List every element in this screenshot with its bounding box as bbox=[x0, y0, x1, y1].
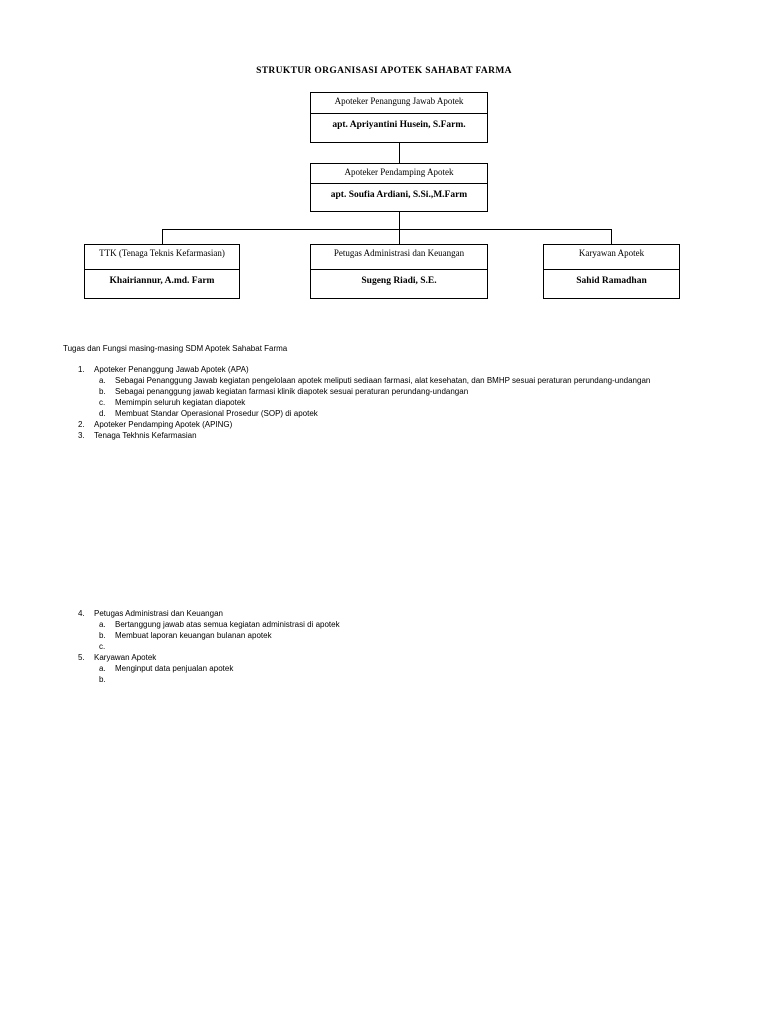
list-item: b. Membuat laporan keuangan bulanan apote… bbox=[0, 630, 768, 641]
list-item-text: Sebagai penanggung jawab kegiatan farmas… bbox=[115, 387, 469, 397]
list-item: d. Membuat Standar Operasional Prosedur (… bbox=[0, 408, 768, 419]
org-node-role: Karyawan Apotek bbox=[544, 245, 679, 270]
connector-bus-to-admin bbox=[399, 229, 400, 244]
connector-bus-to-karyawan bbox=[611, 229, 612, 244]
org-node-karyawan-apotek: Karyawan Apotek Sahid Ramadhan bbox=[543, 244, 680, 299]
list-item-marker: c. bbox=[99, 398, 106, 408]
org-node-ttk: TTK (Tenaga Teknis Kefarmasian) Khairian… bbox=[84, 244, 240, 299]
page-title: STRUKTUR ORGANISASI APOTEK SAHABAT FARMA bbox=[256, 66, 512, 76]
list-item: b. bbox=[0, 674, 768, 685]
list-item: 4. Petugas Administrasi dan Keuangan bbox=[0, 608, 768, 619]
list-item: 3. Tenaga Tekhnis Kefarmasian bbox=[0, 430, 768, 441]
org-node-role: Apoteker Pendamping Apotek bbox=[311, 164, 487, 184]
list-item-text: Apoteker Pendamping Apotek (APING) bbox=[94, 420, 233, 430]
list-item-marker: b. bbox=[99, 675, 106, 685]
list-item: 2. Apoteker Pendamping Apotek (APING) bbox=[0, 419, 768, 430]
org-node-role: Apoteker Penangung Jawab Apotek bbox=[311, 93, 487, 114]
list-item-text: Membuat laporan keuangan bulanan apotek bbox=[115, 631, 272, 641]
list-item-text: Membuat Standar Operasional Prosedur (SO… bbox=[115, 409, 318, 419]
list-item: c. bbox=[0, 641, 768, 652]
list-item-marker: b. bbox=[99, 387, 106, 397]
list-item-marker: 1. bbox=[78, 365, 85, 374]
tasks-list-lower: 4. Petugas Administrasi dan Keuangan a. Ber… bbox=[0, 608, 768, 685]
list-item-marker: 4. bbox=[78, 609, 85, 618]
org-node-person: apt. Apriyantini Husein, S.Farm. bbox=[332, 120, 466, 130]
list-item: 5. Karyawan Apotek bbox=[0, 652, 768, 663]
list-item-marker: 2. bbox=[78, 420, 85, 430]
list-item-marker: d. bbox=[99, 409, 106, 419]
list-item-text: Karyawan Apotek bbox=[94, 653, 157, 663]
org-node-person: Sugeng Riadi, S.E. bbox=[361, 276, 437, 286]
list-item-marker: 5. bbox=[78, 653, 85, 663]
org-node-apoteker-penanggung-jawab: Apoteker Penangung Jawab Apotek apt. Apr… bbox=[310, 92, 488, 143]
org-node-person: Sahid Ramadhan bbox=[576, 276, 647, 286]
list-item: a. Menginput data penjualan apotek bbox=[0, 663, 768, 674]
list-item-marker: c. bbox=[99, 642, 106, 652]
list-item-text: Menginput data penjualan apotek bbox=[115, 664, 234, 674]
list-item: b. Sebagai penanggung jawab kegiatan farm… bbox=[0, 386, 768, 397]
org-node-administrasi-keuangan: Petugas Administrasi dan Keuangan Sugeng… bbox=[310, 244, 488, 299]
org-node-person: Khairiannur, A.md. Farm bbox=[109, 276, 215, 286]
connector-aping-to-bus bbox=[399, 210, 400, 229]
list-item-text: Apoteker Penanggung Jawab Apotek (APA) bbox=[94, 365, 249, 374]
tasks-list-upper: 1. Apoteker Penanggung Jawab Apotek (APA)… bbox=[0, 364, 768, 441]
list-item-text: Tenaga Tekhnis Kefarmasian bbox=[94, 431, 197, 441]
list-item-text: Memimpin seluruh kegiatan diapotek bbox=[115, 398, 246, 408]
list-item-marker: 3. bbox=[78, 431, 85, 441]
connector-apj-to-aping bbox=[399, 141, 400, 163]
body-intro-heading: Tugas dan Fungsi masing-masing SDM Apote… bbox=[63, 344, 288, 353]
list-item-marker: a. bbox=[99, 376, 106, 386]
list-item-text: Petugas Administrasi dan Keuangan bbox=[94, 609, 223, 618]
list-item-marker: b. bbox=[99, 631, 106, 641]
organization-chart: Apoteker Penangung Jawab Apotek apt. Apr… bbox=[0, 0, 768, 320]
list-item-marker: a. bbox=[99, 664, 106, 674]
org-node-apoteker-pendamping: Apoteker Pendamping Apotek apt. Soufia A… bbox=[310, 163, 488, 212]
org-node-role: Petugas Administrasi dan Keuangan bbox=[311, 245, 487, 270]
list-item: 1. Apoteker Penanggung Jawab Apotek (APA) bbox=[0, 364, 768, 375]
org-node-role: TTK (Tenaga Teknis Kefarmasian) bbox=[85, 245, 239, 270]
connector-horizontal-bus bbox=[162, 229, 612, 230]
list-item-text: Bertanggung jawab atas semua kegiatan ad… bbox=[115, 620, 340, 630]
list-item-marker: a. bbox=[99, 620, 106, 630]
connector-bus-to-ttk bbox=[162, 229, 163, 244]
list-item: c. Memimpin seluruh kegiatan diapotek bbox=[0, 397, 768, 408]
list-item-text: Sebagai Penanggung Jawab kegiatan pengel… bbox=[115, 376, 651, 386]
org-node-person: apt. Soufia Ardiani, S.Si.,M.Farm bbox=[330, 190, 468, 200]
list-item: a. Sebagai Penanggung Jawab kegiatan peng… bbox=[0, 375, 768, 386]
list-item: a. Bertanggung jawab atas semua kegiatan … bbox=[0, 619, 768, 630]
